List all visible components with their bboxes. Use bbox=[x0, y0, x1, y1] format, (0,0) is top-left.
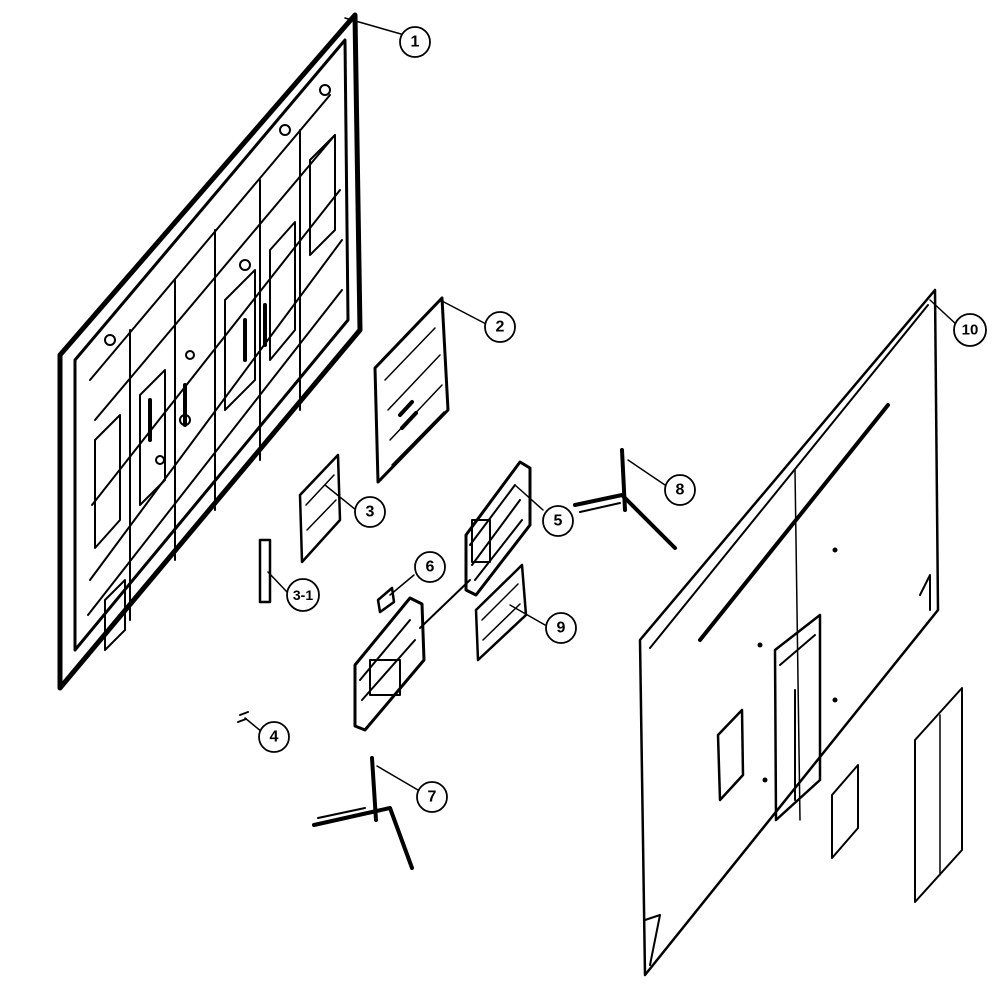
callout-label: 8 bbox=[676, 482, 685, 499]
cover-panel-large bbox=[914, 687, 963, 903]
callout-label: 7 bbox=[428, 789, 437, 806]
callout-label: 6 bbox=[426, 559, 435, 576]
callout-label: 3 bbox=[366, 504, 375, 521]
part-3-1-connector bbox=[258, 538, 288, 604]
part-7-stand-leg bbox=[312, 756, 419, 870]
part-8-stand-leg bbox=[573, 448, 677, 550]
part-2-main-board bbox=[373, 296, 489, 484]
callout-3: 3 bbox=[354, 496, 386, 528]
part-6-clip bbox=[376, 574, 415, 614]
callout-1: 1 bbox=[399, 26, 431, 58]
callout-7: 7 bbox=[416, 781, 448, 813]
callout-2: 2 bbox=[484, 311, 516, 343]
callout-label: 2 bbox=[496, 319, 505, 336]
callout-3-1: 3-1 bbox=[286, 578, 320, 612]
part-4-screw bbox=[237, 711, 263, 733]
callout-8: 8 bbox=[664, 474, 696, 506]
part-1-chassis-panel bbox=[57, 12, 416, 691]
speaker-unit bbox=[353, 596, 426, 732]
callout-label: 3-1 bbox=[293, 587, 313, 603]
callout-label: 9 bbox=[557, 620, 566, 637]
cover-panel-small bbox=[831, 764, 859, 859]
part-9-board bbox=[474, 563, 546, 662]
callout-5: 5 bbox=[542, 505, 574, 537]
callout-9: 9 bbox=[545, 612, 577, 644]
cable bbox=[419, 579, 471, 629]
callout-label: 10 bbox=[962, 322, 979, 339]
part-5-speaker-bracket bbox=[464, 460, 544, 597]
callout-6: 6 bbox=[414, 551, 446, 583]
part-3-small-board bbox=[298, 453, 357, 564]
part-10-back-cover bbox=[638, 288, 958, 977]
callout-label: 4 bbox=[270, 729, 279, 746]
callout-4: 4 bbox=[258, 721, 290, 753]
callout-10: 10 bbox=[953, 313, 987, 347]
callout-label: 1 bbox=[411, 34, 420, 51]
callout-label: 5 bbox=[554, 513, 563, 530]
